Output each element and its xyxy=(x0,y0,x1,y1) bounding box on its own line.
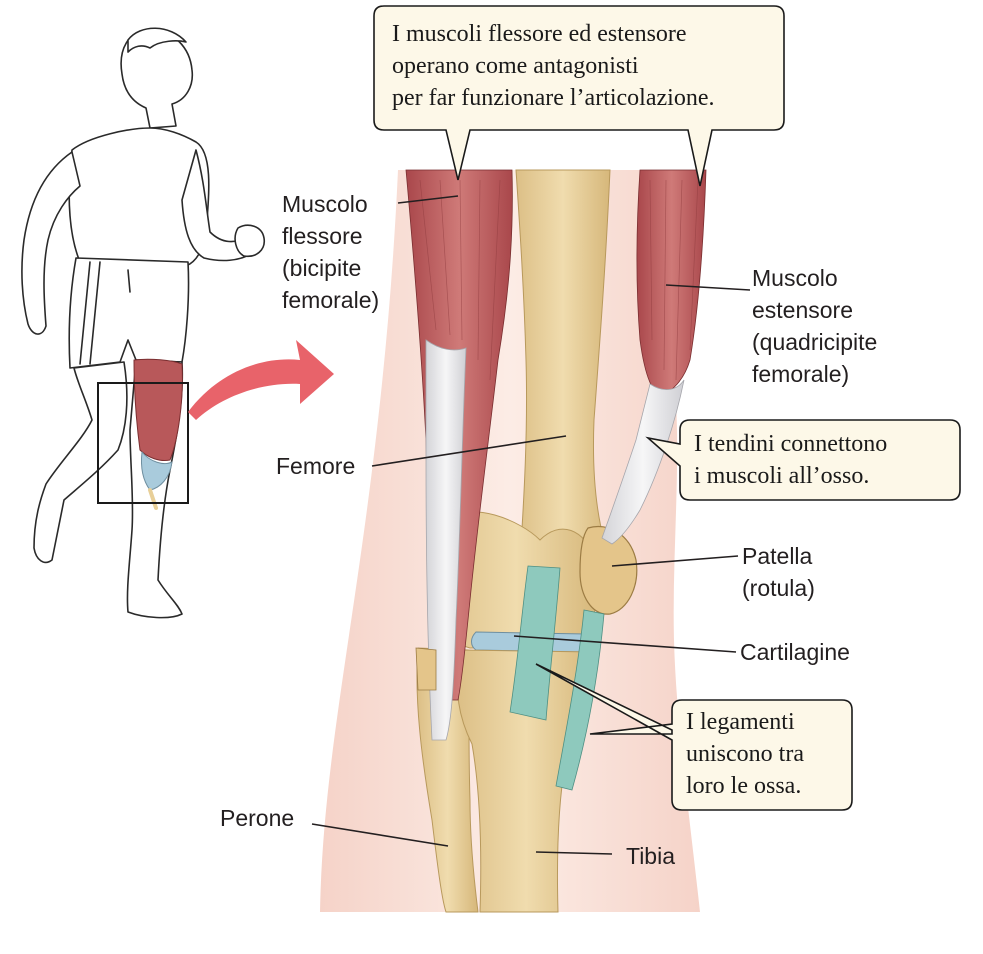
magnify-arrow xyxy=(188,340,334,420)
label-fibula: Perone xyxy=(220,805,295,831)
knee-detail xyxy=(320,169,707,913)
bubble-antagonists xyxy=(373,5,785,187)
label-patella: Patella (rotula) xyxy=(742,543,815,601)
bubble-tendons xyxy=(645,419,961,501)
detail-frame xyxy=(97,382,189,504)
label-flexor-muscle: Muscolo flessore (bicipite femorale) xyxy=(282,191,380,313)
label-cartilage: Cartilagine xyxy=(740,639,850,665)
bubble-ligaments xyxy=(535,663,853,811)
leader-lines xyxy=(311,195,751,855)
label-femur: Femore xyxy=(276,453,356,479)
callout-tendons: I tendini connettono i muscoli all’osso. xyxy=(694,431,888,489)
label-tibia: Tibia xyxy=(626,843,675,869)
runner-figure xyxy=(21,27,266,619)
callout-ligaments: I legamenti uniscono tra loro le ossa. xyxy=(686,709,804,799)
callout-antagonists: I muscoli flessore ed estensore operano … xyxy=(392,21,715,111)
label-extensor-muscle: Muscolo estensore (quadricipite femorale… xyxy=(752,265,878,387)
